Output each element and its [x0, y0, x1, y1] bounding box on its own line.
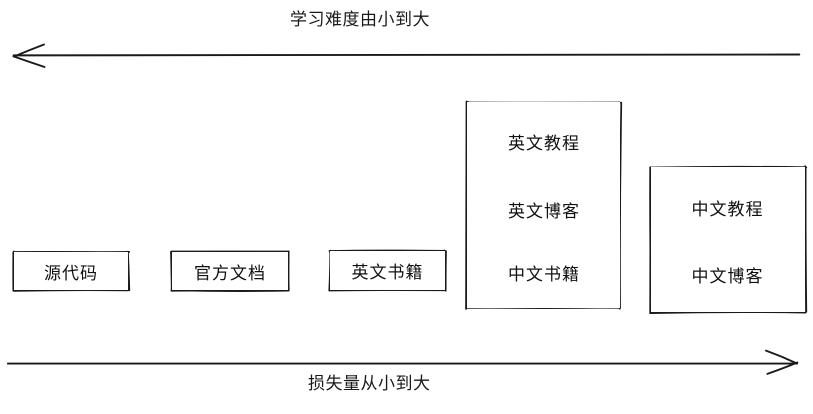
node-chinese-books[interactable]: 中文书籍: [488, 253, 600, 291]
node-official-docs[interactable]: 官方文档: [172, 252, 288, 290]
node-english-books[interactable]: 英文书籍: [330, 251, 445, 290]
node-chinese-blog[interactable]: 中文博客: [670, 255, 785, 293]
node-chinese-tutorial[interactable]: 中文教程: [670, 188, 785, 226]
node-english-blog[interactable]: 英文博客: [488, 190, 600, 228]
node-source-code[interactable]: 源代码: [14, 252, 128, 290]
loss-axis-label: 损失量从小到大: [308, 374, 431, 394]
difficulty-axis-label: 学习难度由小到大: [290, 10, 430, 30]
node-english-tutorial[interactable]: 英文教程: [488, 122, 600, 160]
